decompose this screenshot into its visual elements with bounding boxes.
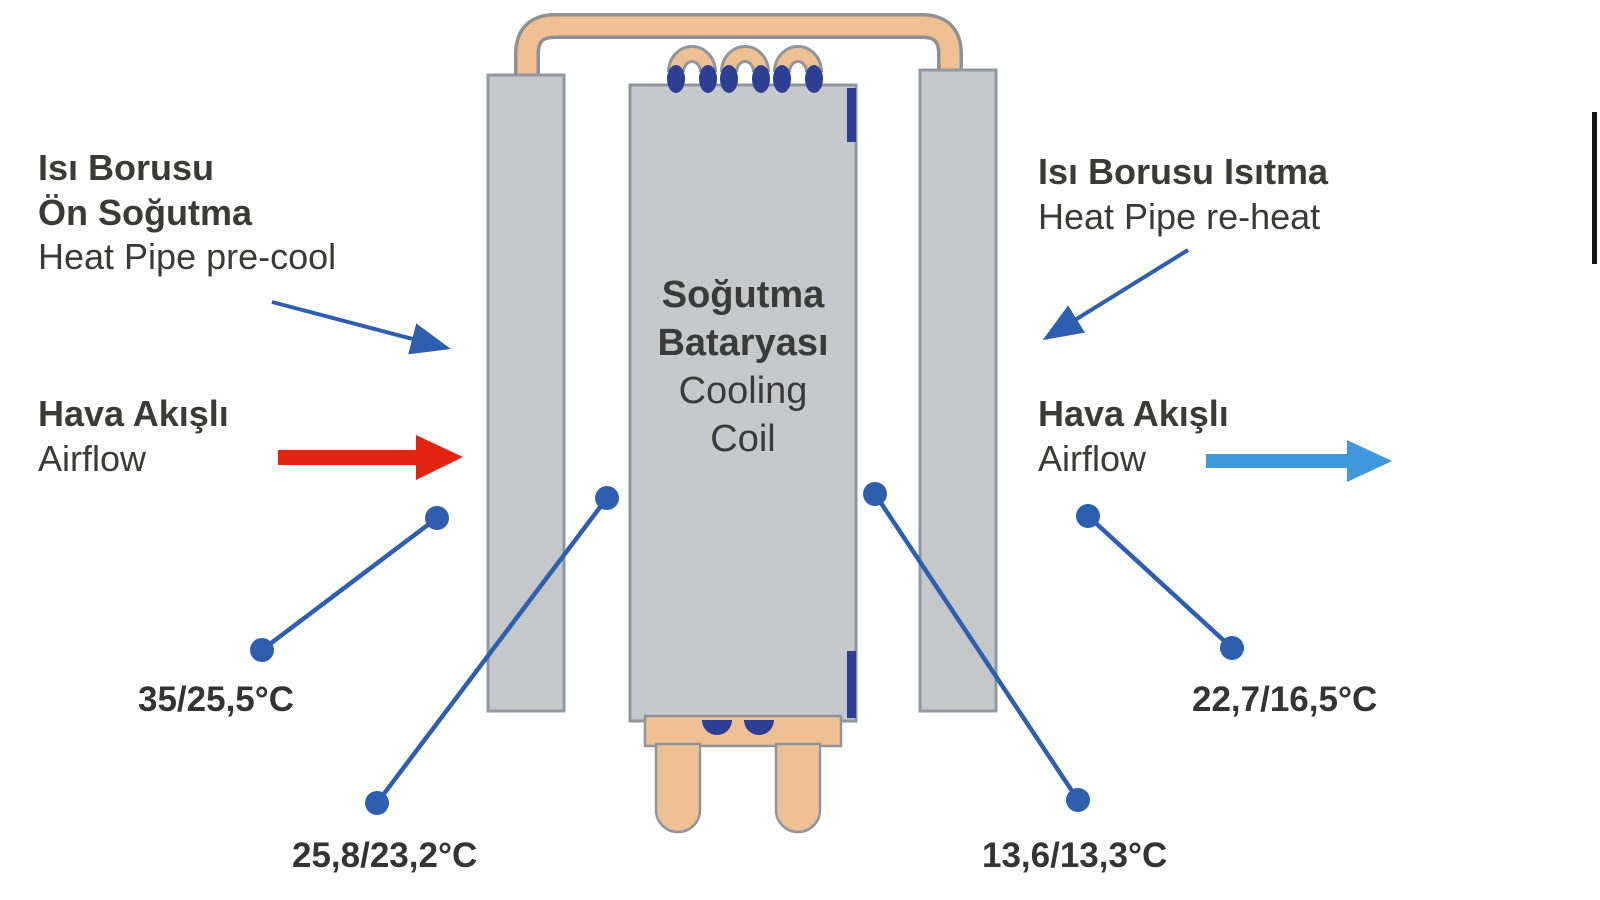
airflow-in-label-line1: Hava Akışlı — [38, 393, 229, 434]
top-bend-tube — [723, 48, 767, 73]
coil-top-bends — [667, 45, 823, 93]
airflow-out-arrow-shaft — [1206, 454, 1351, 468]
callout-line-inlet — [260, 516, 439, 652]
callout-dot — [250, 638, 274, 662]
heat-pipe-precool-label: Isı Borusu Ön Soğutma Heat Pipe pre-cool — [38, 146, 336, 280]
callout-line-outlet — [1086, 514, 1234, 650]
temp-inlet: 35/25,5°C — [138, 680, 295, 719]
top-bend-tube — [670, 48, 714, 73]
coil-header-bottom — [847, 651, 856, 718]
reheat-panel — [918, 68, 998, 713]
airflow-out-label: Hava Akışlı Airflow — [1038, 392, 1229, 481]
bend-tip — [720, 65, 738, 93]
precool-label-line1: Isı Borusu — [38, 147, 215, 188]
bend-tip — [805, 65, 823, 93]
coil-label-line4: Coil — [710, 417, 776, 460]
callout-dot — [595, 486, 619, 510]
callout-dot — [863, 482, 887, 506]
bottom-bend — [702, 720, 732, 735]
precool-label-line3: Heat Pipe pre-cool — [38, 236, 337, 278]
temp-supply: 13,6/13,3°C — [982, 836, 1168, 875]
airflow-out-label-line2: Airflow — [1038, 437, 1147, 479]
airflow-arrows — [278, 435, 1392, 482]
airflow-in-arrow-shaft — [278, 450, 420, 465]
callout-dot — [1076, 504, 1100, 528]
callout-line-supply — [873, 492, 1080, 802]
bottom-bend — [744, 720, 774, 735]
precool-panel — [486, 73, 566, 713]
cooling-coil-body — [628, 83, 858, 723]
callout-dot — [425, 506, 449, 530]
heat-pipe-reheat-label: Isı Borusu Isıtma Heat Pipe re-heat — [1038, 150, 1328, 239]
coil-label-line3: Cooling — [678, 369, 808, 412]
airflow-in-label-line2: Airflow — [38, 437, 147, 479]
bend-tip — [773, 65, 791, 93]
coil-bottom-connections — [643, 714, 843, 834]
precool-pointer-arrow — [271, 300, 451, 355]
reheat-pointer-arrow — [1042, 248, 1190, 341]
airflow-out-label-line1: Hava Akışlı — [1038, 393, 1229, 434]
heat-pipe-loop-tube — [517, 16, 960, 86]
precool-label-line2: Ön Soğutma — [38, 191, 252, 233]
reheat-label-line1: Isı Borusu Isıtma — [1038, 151, 1329, 192]
temperature-callouts — [250, 482, 1244, 815]
temp-outlet: 22,7/16,5°C — [1192, 680, 1378, 719]
bottom-manifold — [643, 714, 843, 748]
top-bend-tube — [776, 48, 820, 73]
coil-label-line1: Soğutma — [661, 274, 825, 316]
bottom-pipe-right — [774, 742, 822, 834]
callout-line-after-precool — [375, 496, 609, 805]
temp-after-precool: 25,8/23,2°C — [292, 836, 478, 875]
airflow-in-arrow-head — [416, 435, 463, 480]
bend-tip — [699, 65, 717, 93]
cooling-coil — [628, 83, 858, 723]
cooling-coil-label: Soğutma Bataryası Cooling Coil — [632, 272, 854, 464]
callout-dot — [1066, 788, 1090, 812]
heat-pipe-loop — [514, 13, 963, 86]
coil-label-line2: Bataryası — [657, 321, 829, 364]
callout-dot — [365, 791, 389, 815]
coil-header-top — [847, 88, 856, 142]
pointer-arrows — [271, 248, 1190, 355]
reheat-label-line2: Heat Pipe re-heat — [1038, 195, 1321, 237]
airflow-in-label: Hava Akışlı Airflow — [38, 392, 229, 481]
image-edge-line — [1592, 112, 1597, 264]
bend-tip — [752, 65, 770, 93]
bottom-pipe-left — [654, 742, 702, 834]
callout-dot — [1220, 636, 1244, 660]
airflow-out-arrow-head — [1347, 440, 1392, 482]
bend-tip — [667, 65, 685, 93]
